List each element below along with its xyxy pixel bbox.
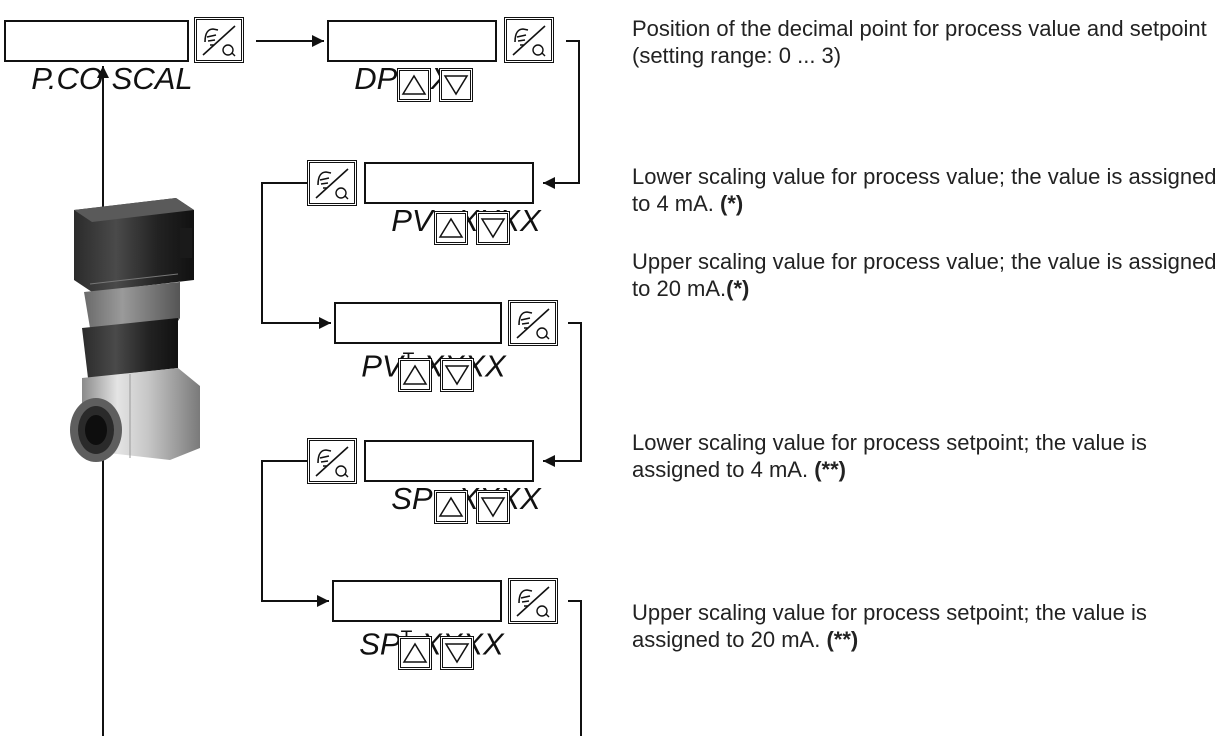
up-arrow-icon (402, 364, 428, 385)
up-arrow-button[interactable] (398, 358, 432, 392)
up-arrow-icon (438, 217, 464, 238)
up-arrow-button[interactable] (398, 636, 432, 670)
hand-button-icon (512, 25, 546, 57)
down-arrow-icon (480, 497, 506, 518)
sp-lower-prefix: SP (391, 481, 433, 516)
hand-button-icon (516, 586, 550, 618)
down-arrow-button[interactable] (439, 68, 473, 102)
description-pv-lower: Lower scaling value for process value; t… (632, 164, 1217, 216)
footnote-mark: (**) (814, 457, 846, 482)
flow-transmitter-device-image (70, 198, 200, 462)
up-arrow-button[interactable] (397, 68, 431, 102)
sp-lower-display: SP⊥ XXXX (364, 440, 541, 516)
pv-lower-prefix: PV (391, 203, 442, 238)
description-pv-upper: Upper scaling value for process value; t… (632, 249, 1217, 301)
down-arrow-button[interactable] (476, 211, 510, 245)
up-arrow-button[interactable] (434, 490, 468, 524)
down-arrow-icon (480, 218, 506, 239)
hand-button-icon (315, 168, 349, 200)
up-arrow-icon (401, 74, 427, 95)
footnote-mark: (*) (720, 191, 744, 216)
down-arrow-icon (443, 75, 469, 96)
up-arrow-icon (438, 496, 464, 517)
start-menu-label: P.CO SCAL (31, 61, 193, 96)
up-arrow-icon (402, 642, 428, 663)
hand-button[interactable] (508, 300, 558, 346)
down-arrow-icon (444, 365, 470, 386)
footnote-mark: (**) (826, 627, 859, 652)
down-arrow-icon (444, 643, 470, 664)
hand-button[interactable] (307, 438, 357, 484)
description-sp-upper: Upper scaling value for process setpoint… (632, 600, 1147, 652)
hand-button-icon (202, 25, 236, 57)
pv-lower-display: PV ⊥XXXX (364, 162, 541, 238)
down-arrow-button[interactable] (440, 358, 474, 392)
down-arrow-button[interactable] (440, 636, 474, 670)
dp-display: DP X (327, 20, 497, 96)
sp-upper-prefix: SP (359, 626, 401, 662)
description-decimal-point: Position of the decimal point for proces… (632, 16, 1207, 68)
hand-button-icon (315, 446, 349, 478)
up-arrow-button[interactable] (434, 211, 468, 245)
hand-button[interactable] (194, 17, 244, 63)
hand-button[interactable] (508, 578, 558, 624)
start-menu-display: P.CO SCAL (4, 20, 193, 96)
hand-button[interactable] (504, 17, 554, 63)
pv-upper-prefix: PV (361, 348, 403, 384)
footnote-mark: (*) (726, 276, 750, 301)
description-sp-lower: Lower scaling value for process setpoint… (632, 430, 1147, 482)
sp-upper-display: SPT XXXX (332, 580, 504, 662)
hand-button[interactable] (307, 160, 357, 206)
down-arrow-button[interactable] (476, 490, 510, 524)
hand-button-icon (516, 308, 550, 340)
pv-upper-display: PVT XXXX (334, 302, 506, 384)
